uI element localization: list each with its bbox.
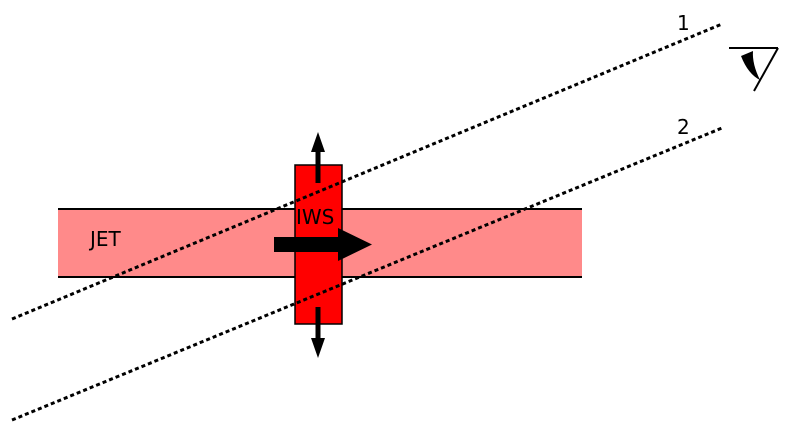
sight-line-2 xyxy=(11,126,723,422)
line-1-label: 1 xyxy=(677,11,690,35)
arrow-right-icon xyxy=(274,228,372,261)
line-2-label: 2 xyxy=(677,115,690,139)
jet-label: JET xyxy=(88,227,122,251)
eye-icon xyxy=(729,47,779,92)
sight-line-1 xyxy=(11,22,723,321)
arrow-down-icon xyxy=(311,307,325,358)
iws-label: IWS xyxy=(296,205,334,229)
arrow-up-icon xyxy=(311,132,325,183)
